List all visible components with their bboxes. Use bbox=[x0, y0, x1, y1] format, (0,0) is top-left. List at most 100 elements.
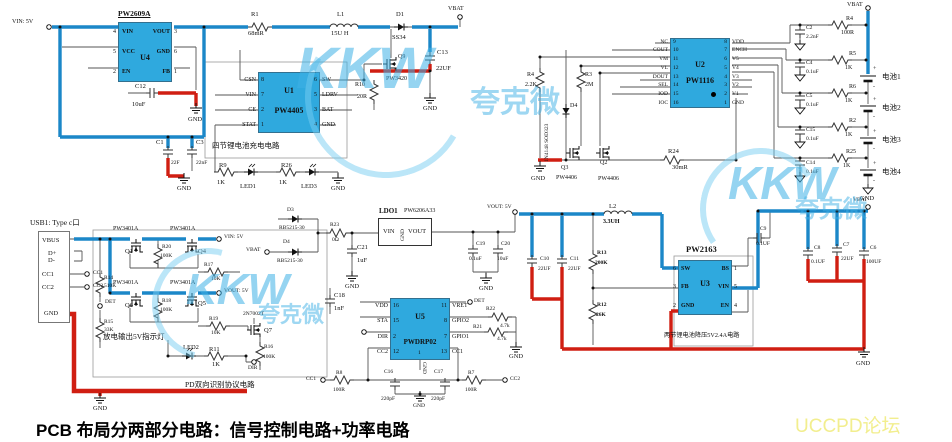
u5-part-label: PWDRP02 bbox=[403, 338, 437, 346]
term-det: DET bbox=[105, 299, 116, 305]
u5-pin-num: 2 bbox=[393, 333, 396, 340]
battery1-label: 电池1 bbox=[882, 72, 901, 81]
d4a-ref: D4 bbox=[570, 103, 578, 109]
c14-val: 0.1uF bbox=[806, 169, 819, 175]
watermark-name: 夸克微 bbox=[258, 302, 325, 327]
u5-pin-name: GND bbox=[421, 362, 427, 374]
r14-val: 510K bbox=[104, 283, 117, 289]
d1-val: SS34 bbox=[392, 34, 406, 41]
r2-val: 1K bbox=[845, 132, 853, 138]
watermark-logo: KKW bbox=[296, 36, 433, 101]
watermark-name: 夸克微 bbox=[470, 86, 560, 119]
u4-designator: U4 bbox=[140, 53, 150, 62]
u2-pin1-dot bbox=[711, 92, 716, 97]
d4b-val: RB5215-30 bbox=[277, 258, 303, 264]
r25-ref: R25 bbox=[846, 149, 857, 155]
r16-ref: R16 bbox=[264, 344, 274, 350]
u5-pin-name: DIR bbox=[377, 333, 388, 340]
l2-val: 3.3UH bbox=[603, 219, 620, 225]
u5-pin-name: GPIO2 bbox=[452, 318, 470, 325]
c5-ref: C5 bbox=[806, 93, 813, 99]
d3-val: RB5215-30 bbox=[279, 225, 305, 231]
c8-ref: C8 bbox=[814, 245, 821, 251]
c18-ref: C18 bbox=[334, 292, 345, 299]
term-det2: DET bbox=[474, 298, 485, 304]
r18-val: 100K bbox=[160, 307, 173, 313]
r6-val: 1K bbox=[845, 98, 853, 104]
u2-pin-num: 16 bbox=[673, 99, 679, 106]
battery-minus: - bbox=[873, 84, 875, 90]
r13-val: 200K bbox=[595, 260, 608, 266]
u3-designator: U3 bbox=[700, 279, 710, 288]
gnd-label: GND bbox=[331, 185, 346, 192]
r11-ref: R11 bbox=[209, 346, 220, 353]
l2-ref: L2 bbox=[609, 203, 617, 210]
net-vbat-pd: VBAT bbox=[246, 247, 261, 253]
c16-ref: C16 bbox=[384, 369, 394, 375]
r22-val: 4.7k bbox=[500, 323, 510, 329]
u3-part-label: PW2163 bbox=[686, 244, 717, 254]
u1-pin-name: CSN bbox=[244, 76, 256, 83]
u4-pin-name: VIN bbox=[122, 29, 134, 35]
u2-pin-name: IOD bbox=[658, 91, 668, 98]
r19-ref: R19 bbox=[209, 316, 219, 322]
page-title: PCB 布局分两部分电路：信号控制电路+功率电路 bbox=[36, 421, 410, 440]
u2-pin-num: 9 bbox=[673, 38, 676, 45]
u2-pin-name: V5 bbox=[732, 56, 739, 63]
u2-pin-name: SEL bbox=[658, 82, 668, 89]
q1-ref: Q1 bbox=[125, 248, 133, 255]
u5-pin-num: 15 bbox=[393, 318, 399, 325]
c14-ref: C14 bbox=[806, 160, 816, 166]
c21-val: 1uF bbox=[357, 257, 368, 264]
term-cc1b: CC1 bbox=[306, 376, 317, 382]
net-vout5v-d: VOUT: 5V bbox=[487, 204, 512, 210]
u3-pin-name: GND bbox=[681, 302, 695, 309]
u4-pin-num: 1 bbox=[174, 69, 177, 75]
d1-ref: D1 bbox=[396, 11, 404, 18]
c10-val: 22UF bbox=[538, 266, 551, 272]
battery-plus: + bbox=[873, 97, 877, 103]
u1-pin-name: GND bbox=[322, 122, 335, 129]
u5-pin-name: VDD bbox=[375, 302, 388, 309]
u5-pin-num: 8 bbox=[444, 318, 447, 325]
usb-pin-dplus: D+ bbox=[48, 250, 57, 257]
u2-pin-num: 14 bbox=[673, 82, 679, 89]
u2-pin-num: 13 bbox=[673, 73, 679, 80]
c20-val: 10uF bbox=[497, 256, 509, 262]
r6-ref: R6 bbox=[849, 84, 857, 90]
q9-ref: Q9 bbox=[398, 54, 406, 60]
u4-pin-name: EN bbox=[122, 69, 131, 75]
c10-ref: C10 bbox=[540, 256, 550, 262]
u5-pin-name: CC1 bbox=[452, 349, 464, 356]
d4a-val: 1N4148 SOD323 bbox=[544, 123, 550, 162]
u3-pin-name: BS bbox=[721, 266, 729, 273]
u1-body bbox=[258, 72, 320, 133]
gnd-label: GND bbox=[345, 283, 360, 290]
r16-val: 100K bbox=[263, 354, 276, 360]
r1-ref: R1 bbox=[251, 11, 259, 18]
q4-val: PW3401A bbox=[170, 226, 196, 232]
u5-pin-num: 12 bbox=[393, 349, 399, 356]
c13-ref: C13 bbox=[437, 49, 448, 56]
u4-pin-num: 4 bbox=[113, 29, 116, 35]
buck-outline bbox=[673, 255, 754, 347]
u4-pin-name: GND bbox=[156, 49, 170, 55]
u5-pin-num: 16 bbox=[393, 302, 399, 309]
r19-val: 10K bbox=[211, 330, 221, 336]
c1-ref: C1 bbox=[156, 139, 164, 146]
q3-val: PW4406 bbox=[556, 175, 577, 181]
r9-val: 1K bbox=[217, 179, 225, 186]
c2-val: 2.2nF bbox=[806, 34, 819, 40]
r17-val: 10K bbox=[211, 276, 221, 282]
q1-val: PW3401A bbox=[113, 226, 139, 232]
gnd-label: GND bbox=[188, 116, 203, 123]
r24-val: 30mR bbox=[672, 164, 688, 171]
c7-ref: C7 bbox=[843, 242, 850, 248]
q3-ref: Q3 bbox=[561, 165, 569, 171]
u2-pin-name: V3 bbox=[732, 73, 739, 80]
gnd-label: GND bbox=[509, 353, 524, 360]
c17-val: 220pF bbox=[431, 396, 446, 402]
